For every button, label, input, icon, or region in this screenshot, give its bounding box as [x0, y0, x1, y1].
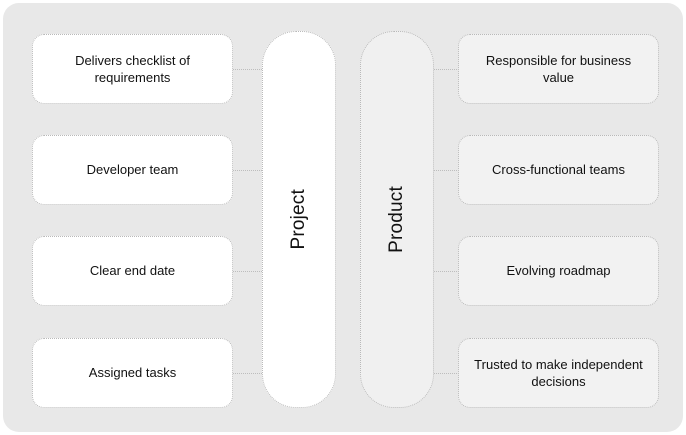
left-item-label-1: Delivers checklist of requirements	[75, 52, 190, 85]
connector-left-3	[233, 271, 262, 272]
column-project-label: Project	[288, 189, 309, 250]
diagram-canvas: Delivers checklist of requirements Devel…	[3, 3, 683, 432]
left-item-box-3[interactable]: Clear end date	[32, 236, 233, 306]
connector-left-1	[233, 69, 262, 70]
connector-left-2	[233, 170, 262, 171]
left-item-box-2[interactable]: Developer team	[32, 135, 233, 205]
column-product-label: Product	[386, 186, 407, 253]
connector-right-4	[434, 373, 463, 374]
left-item-box-1[interactable]: Delivers checklist of requirements	[32, 34, 233, 104]
column-project[interactable]: Project	[262, 31, 336, 408]
connector-left-4	[233, 373, 262, 374]
left-item-label-3: Clear end date	[89, 263, 176, 279]
right-item-box-4[interactable]: Trusted to make independent decisions	[458, 338, 659, 408]
connector-right-1	[434, 69, 463, 70]
right-item-box-1[interactable]: Responsible for business value	[458, 34, 659, 104]
right-item-label-1: Responsible for business value	[485, 52, 632, 85]
right-item-box-2[interactable]: Cross-functional teams	[458, 135, 659, 205]
right-item-box-3[interactable]: Evolving roadmap	[458, 236, 659, 306]
left-item-label-2: Developer team	[86, 162, 179, 178]
left-item-box-4[interactable]: Assigned tasks	[32, 338, 233, 408]
connector-right-2	[434, 170, 463, 171]
right-item-label-4: Trusted to make independent decisions	[474, 356, 643, 389]
right-item-label-2: Cross-functional teams	[492, 162, 625, 178]
right-item-label-3: Evolving roadmap	[506, 263, 611, 279]
left-item-label-4: Assigned tasks	[88, 365, 177, 381]
column-product[interactable]: Product	[360, 31, 434, 408]
connector-right-3	[434, 271, 463, 272]
